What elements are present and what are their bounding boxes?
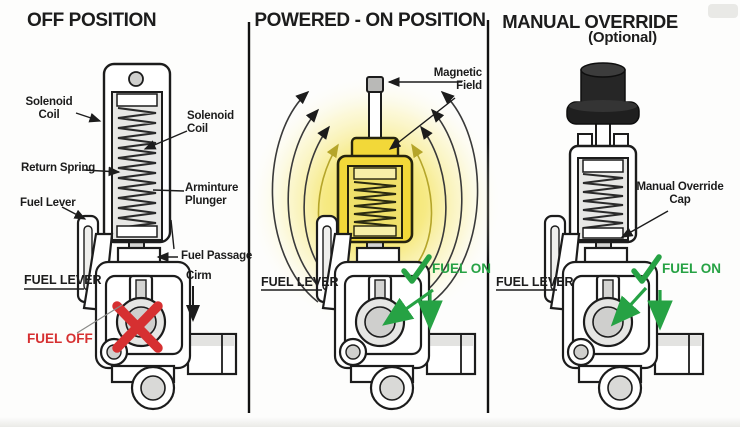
status-fuel-on-2: FUEL ON [432, 261, 492, 276]
label-solenoid-coil-right: Solenoid Coil [187, 110, 234, 135]
manual-override-cap-graphic [566, 62, 640, 125]
status-fuel-on-3: FUEL ON [662, 261, 722, 276]
label-fuel-lever-caps-3: FUEL LEVER [496, 275, 574, 289]
label-fuel-lever-caps-1: FUEL LEVER [24, 273, 102, 287]
page-edge-shadow [0, 417, 740, 427]
label-magnetic-field: Magnetic Field [433, 67, 482, 92]
label-return-spring: Return Spring [21, 162, 96, 174]
paper-smudge-artifact [708, 4, 738, 18]
check-icon [401, 254, 432, 284]
label-fuel-passage: Fuel Passage [181, 250, 253, 262]
label-fuel-lever-caps-2: FUEL LEVER [261, 275, 339, 289]
label-solenoid-coil-left: Solenoid Coil [25, 96, 73, 121]
panel-title-on: POWERED - ON POSITION [254, 10, 486, 31]
label-arminture-plunger: Arminture Plunger [185, 182, 239, 207]
status-fuel-off: FUEL OFF [27, 331, 93, 346]
panel-title-off: OFF POSITION [27, 10, 157, 31]
label-manual-override-cap: Manual Override Cap [636, 181, 724, 206]
solenoid-manual [568, 117, 638, 271]
label-cam: Cirm [186, 270, 212, 282]
solenoid-off [102, 62, 172, 269]
panel-subtitle-optional: (Optional) [588, 29, 657, 46]
energized-coil [353, 181, 397, 227]
fuel-flow-arrows [382, 286, 673, 331]
panel-title-manual: MANUAL OVERRIDE [502, 11, 678, 32]
callout-lines [24, 77, 669, 334]
cross-icon [112, 301, 163, 353]
check-icon [631, 254, 662, 284]
label-fuel-lever: Fuel Lever [20, 197, 76, 209]
